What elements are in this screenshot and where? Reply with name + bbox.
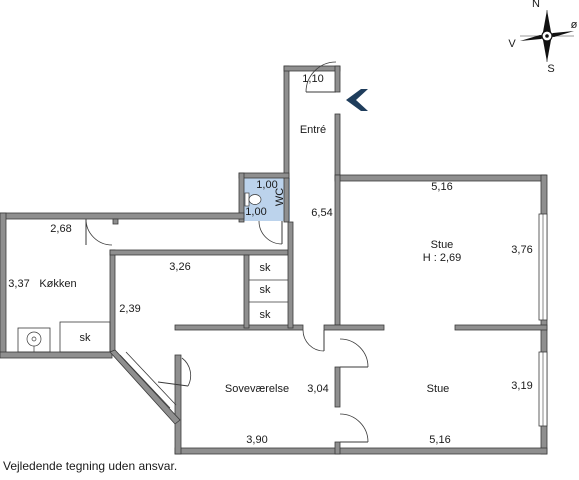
disclaimer-text: Vejledende tegning uden ansvar. [3, 459, 178, 473]
compass-v: V [508, 38, 516, 50]
stove-icon [26, 331, 42, 352]
walls [0, 65, 548, 455]
sovevaerelse-dim-side: 3,04 [307, 383, 328, 395]
wc-label: WC [274, 188, 286, 206]
door-swings [85, 61, 369, 443]
compass-o: ø [571, 19, 578, 31]
stue-bottom-dim-side: 3,19 [511, 380, 532, 392]
stue-top-dim-side: 3,76 [511, 244, 532, 256]
sovevaerelse-dim-bottom: 3,90 [246, 434, 267, 446]
stue-top-label: Stue [431, 239, 454, 251]
entre-label: Entré [300, 124, 326, 136]
kokken-dim-top: 2,68 [50, 223, 71, 235]
stue-top-height: H : 2,69 [423, 252, 462, 264]
compass-s: S [547, 63, 554, 75]
kokken-sk: sk [80, 332, 92, 344]
entre-dim-top: 1,10 [302, 73, 323, 85]
vaerelse-dim-top: 3,26 [169, 261, 190, 273]
stue-top-dim-top: 5,16 [431, 181, 452, 193]
kokken-dim-side: 3,37 [8, 278, 29, 290]
toilet-icon [244, 192, 262, 207]
diagonal-wall [109, 349, 181, 425]
stue-bottom-dim-bottom: 5,16 [429, 434, 450, 446]
closet-1: sk [260, 262, 272, 274]
vaerelse-dim-side: 2,39 [119, 303, 140, 315]
entre-dim-side: 6,54 [311, 207, 332, 219]
closet-2: sk [260, 284, 272, 296]
wc-dim-top: 1,00 [256, 179, 277, 191]
kokken-label: Køkken [39, 278, 76, 290]
stue-bottom-label: Stue [427, 383, 450, 395]
compass-n: N [532, 0, 540, 10]
sovevaerelse-label: Soveværelse [225, 383, 289, 395]
wc-dim-side: 1,00 [245, 206, 266, 218]
closet-3: sk [260, 309, 272, 321]
entrance-arrow-icon [346, 89, 368, 111]
compass-icon: N S V ø [508, 0, 577, 75]
